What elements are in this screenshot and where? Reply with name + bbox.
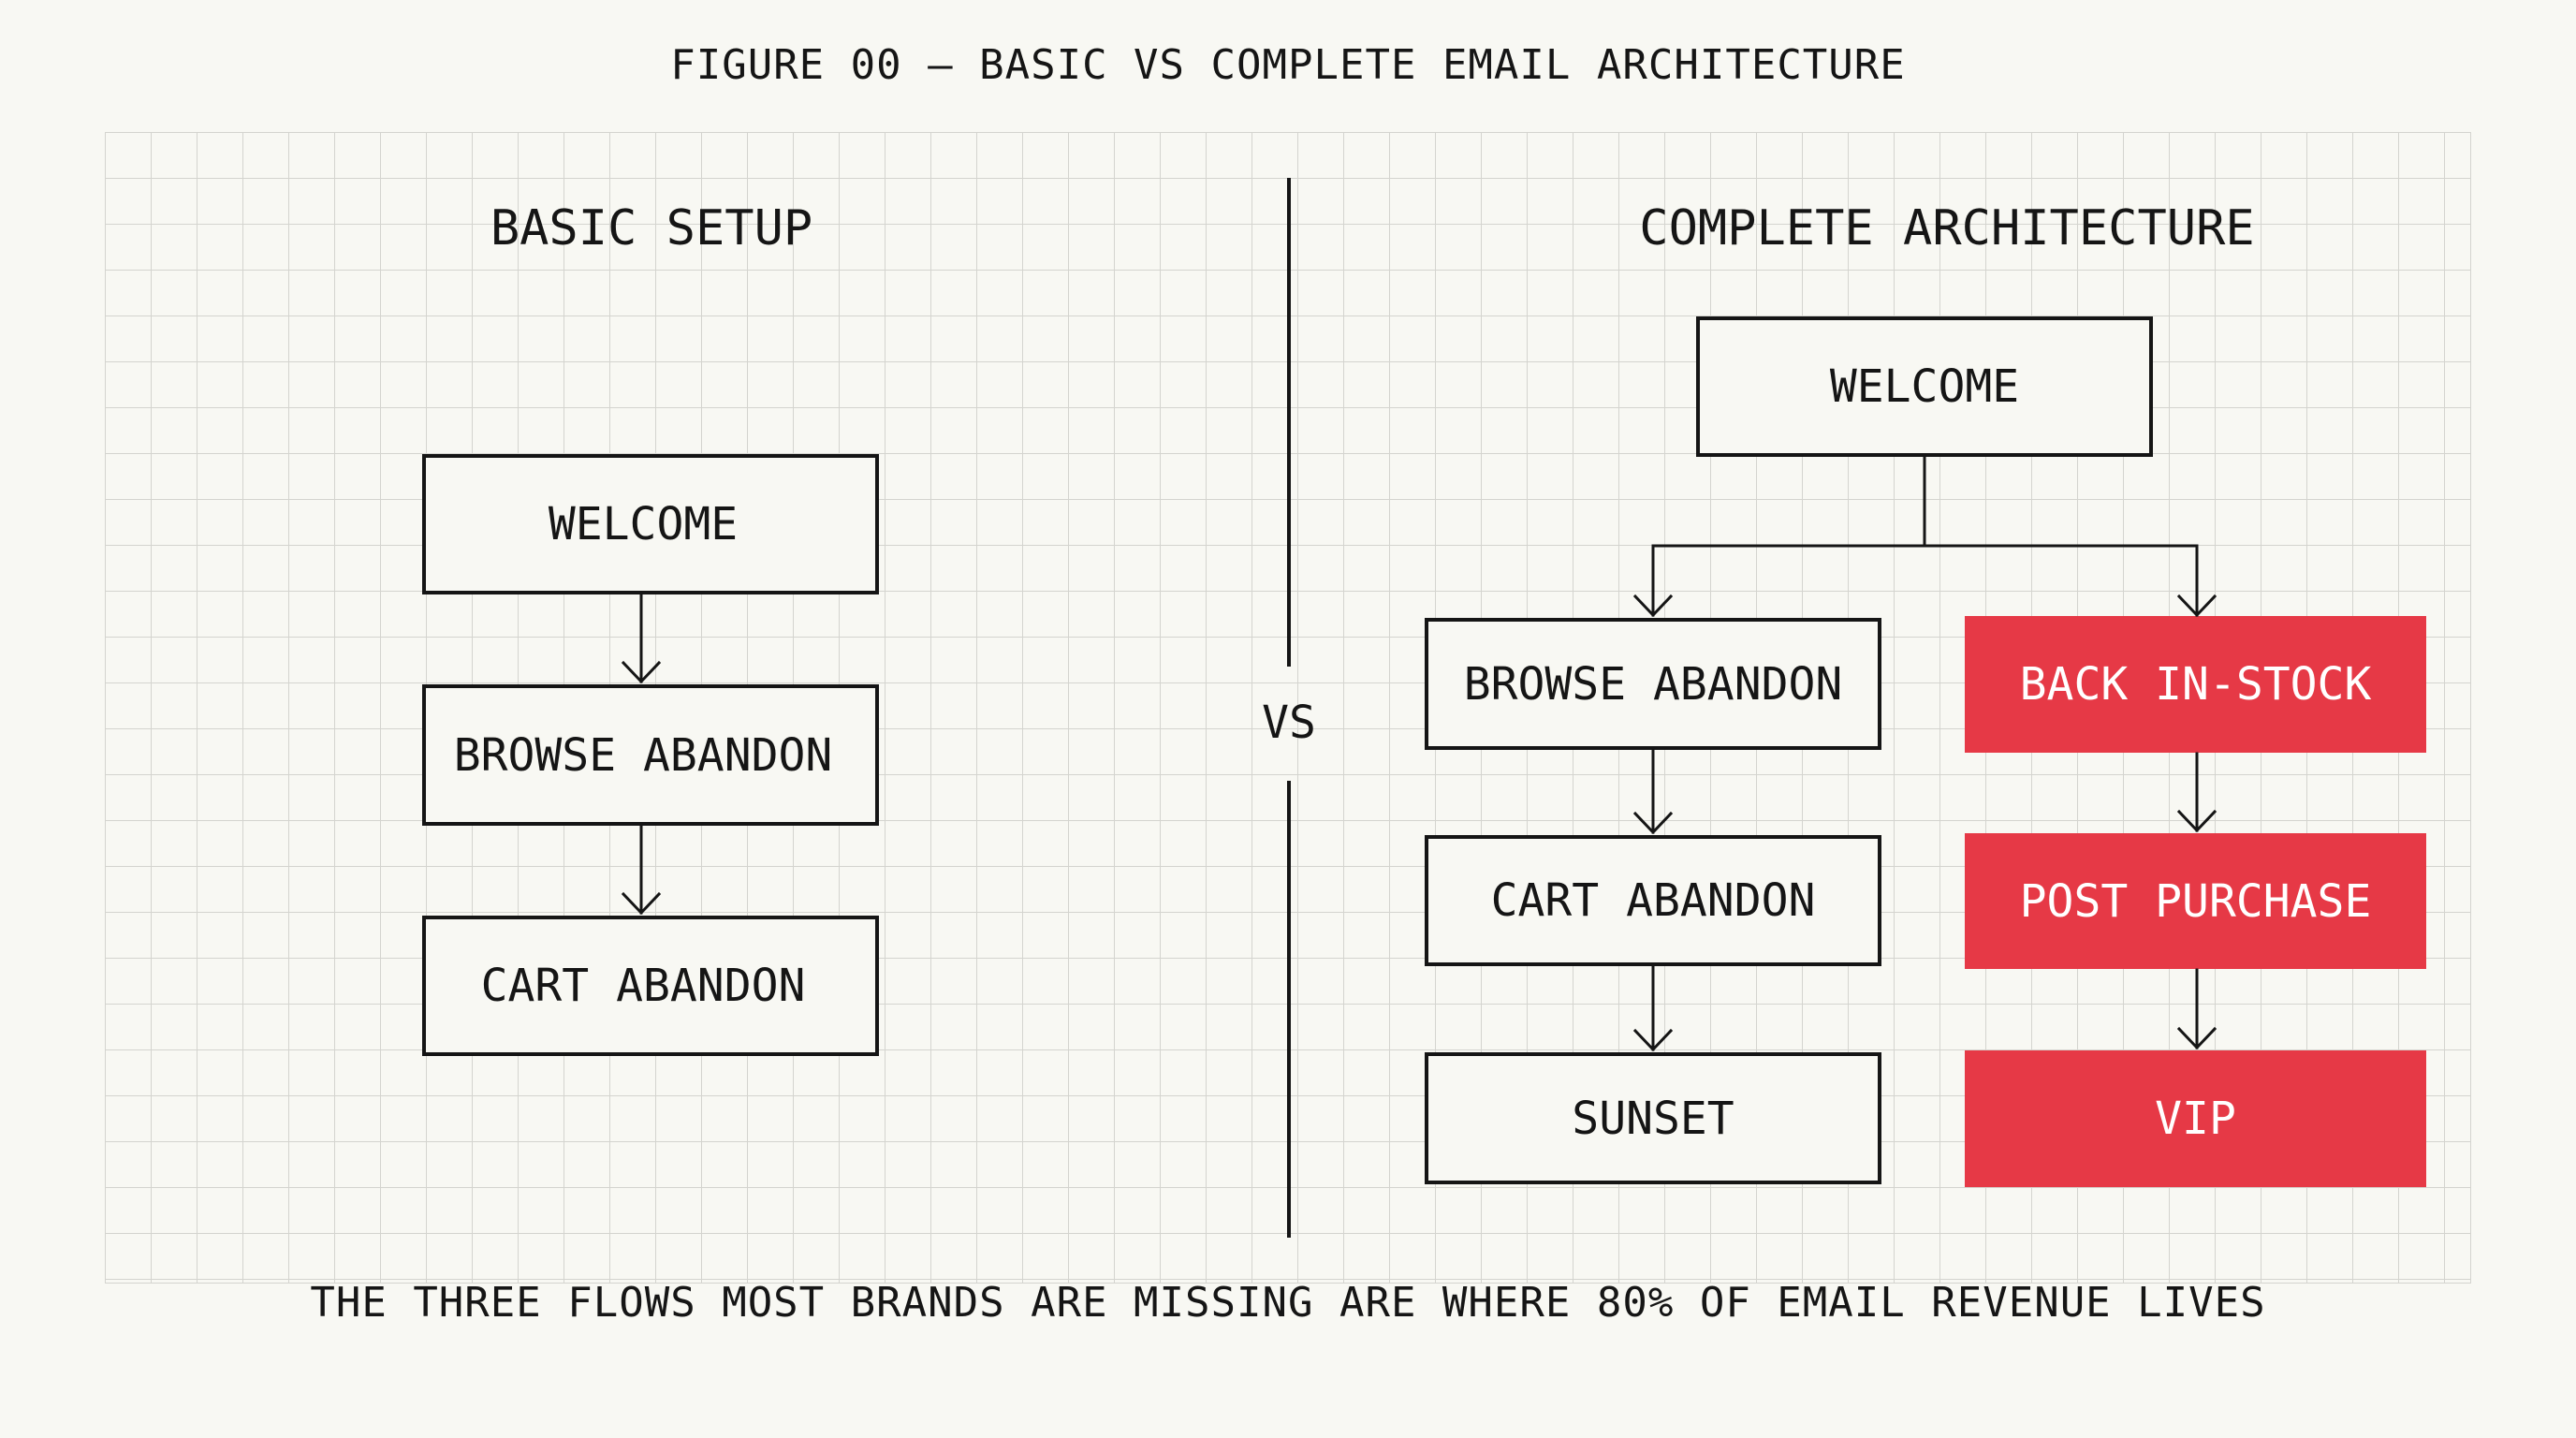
complete-browse-abandon-box: BROWSE ABANDON — [1425, 618, 1881, 750]
complete-cart-abandon-box: CART ABANDON — [1425, 835, 1881, 966]
post-purchase-box: POST PURCHASE — [1965, 833, 2426, 969]
vip-label: VIP — [2155, 1093, 2236, 1145]
basic-cart-abandon-box: CART ABANDON — [422, 916, 879, 1056]
back-in-stock-box: BACK IN-STOCK — [1965, 616, 2426, 753]
basic-cart-abandon-label: CART ABANDON — [480, 960, 806, 1012]
complete-sunset-label: SUNSET — [1572, 1092, 1734, 1145]
basic-setup-title: BASIC SETUP — [490, 200, 813, 257]
vs-label: VS — [1262, 697, 1316, 749]
divider-line-top — [1287, 178, 1291, 667]
back-in-stock-label: BACK IN-STOCK — [2019, 658, 2372, 711]
complete-architecture-title: COMPLETE ARCHITECTURE — [1639, 200, 2255, 257]
basic-welcome-label: WELCOME — [548, 498, 739, 550]
complete-welcome-label: WELCOME — [1829, 360, 2020, 413]
basic-browse-abandon-label: BROWSE ABANDON — [453, 728, 833, 782]
caption: THE THREE FLOWS MOST BRANDS ARE MISSING … — [310, 1279, 2266, 1327]
vip-box: VIP — [1965, 1050, 2426, 1187]
figure-title: FIGURE 00 — BASIC VS COMPLETE EMAIL ARCH… — [670, 41, 1906, 89]
complete-browse-abandon-label: BROWSE ABANDON — [1463, 657, 1843, 711]
basic-browse-abandon-box: BROWSE ABANDON — [422, 684, 879, 826]
complete-welcome-box: WELCOME — [1696, 316, 2153, 457]
divider-line-bottom — [1287, 781, 1291, 1238]
complete-sunset-box: SUNSET — [1425, 1052, 1881, 1184]
complete-cart-abandon-label: CART ABANDON — [1490, 874, 1816, 927]
post-purchase-label: POST PURCHASE — [2019, 874, 2372, 928]
basic-welcome-box: WELCOME — [422, 454, 879, 594]
